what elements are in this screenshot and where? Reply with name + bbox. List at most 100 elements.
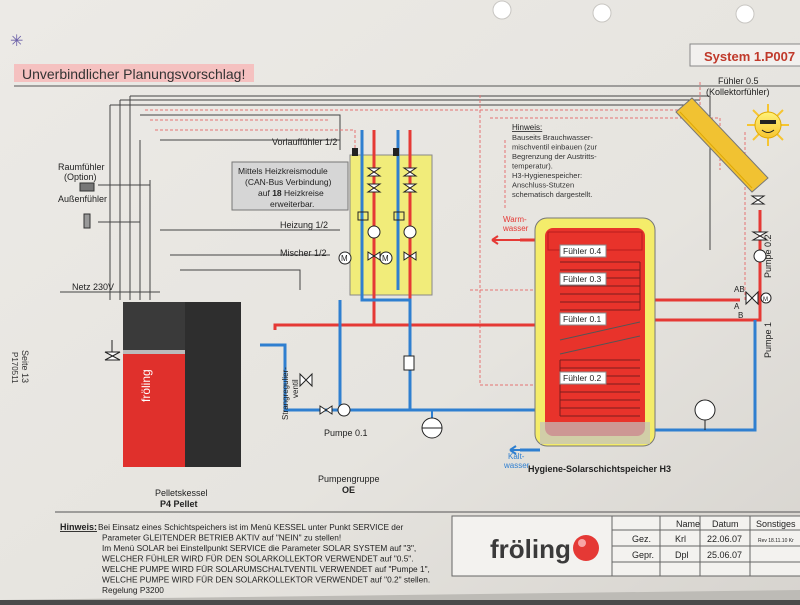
outdoor-sensor-label: Außenfühler bbox=[58, 194, 107, 204]
safety-valve-icon bbox=[104, 340, 121, 361]
boiler-model: P4 Pellet bbox=[160, 499, 198, 509]
hint-lines: Bauseits Brauchwasser-mischventil einbau… bbox=[512, 133, 598, 199]
svg-text:✳: ✳ bbox=[10, 33, 23, 50]
footer-note: Hinweis: Bei Einsatz eines Schichtspeich… bbox=[55, 511, 800, 595]
sensor-01-tag bbox=[559, 312, 607, 326]
doc-number: P170511 bbox=[10, 352, 19, 384]
svg-text:B: B bbox=[738, 311, 743, 320]
outdoor-sensor: Außenfühler bbox=[58, 194, 107, 229]
system-code: System 1.P007 bbox=[704, 49, 795, 64]
footer-note-line: Regelung P3200 bbox=[102, 585, 164, 595]
row-gez-other: Rev 18.11.10 Kr bbox=[758, 538, 794, 544]
title-brand: fröling bbox=[490, 534, 571, 564]
pump-group-label: Pumpengruppe bbox=[318, 474, 380, 484]
page-number: Seite 13 bbox=[20, 350, 30, 383]
solar-expansion-vessel bbox=[694, 399, 716, 430]
module-note-line-3: auf 18 Heizkreise bbox=[258, 188, 324, 198]
warm-water-label: Warm- wasser bbox=[491, 215, 529, 245]
strang-valve-label-2: ventil bbox=[291, 379, 300, 398]
sensor-04-label: Fühler 0.4 bbox=[563, 246, 602, 256]
room-sensor: Raumfühler (Option) bbox=[58, 162, 105, 192]
expansion-vessel bbox=[421, 410, 443, 439]
solar-storage-tank: Fühler 0.4 Fühler 0.3 Fühler 0.1 Fühler … bbox=[528, 217, 671, 474]
sensor-02-label: Fühler 0.2 bbox=[563, 373, 602, 383]
hint-line: Begrenzung der Austritts- bbox=[512, 152, 597, 161]
svg-text:M: M bbox=[763, 297, 768, 303]
row-gez-label: Gez. bbox=[632, 534, 651, 544]
tank-name: Hygiene-Solarschichtspeicher H3 bbox=[528, 464, 671, 474]
module-note-line-2: (CAN-Bus Verbindung) bbox=[245, 177, 332, 187]
pump-group-oe-module: M M bbox=[338, 130, 433, 320]
svg-text:wasser: wasser bbox=[503, 461, 530, 470]
cold-water-label: Kalt- wasser bbox=[503, 445, 530, 470]
row-gepr-label: Gepr. bbox=[632, 550, 654, 560]
mains-label: Netz 230V bbox=[72, 282, 114, 292]
planning-note: Unverbindlicher Planungsvorschlag! bbox=[22, 66, 245, 82]
footer-note-line: Parameter GLEITENDER BETRIEB AKTIV auf "… bbox=[102, 533, 341, 543]
svg-text:Warm-: Warm- bbox=[503, 215, 527, 224]
pump-group-code: OE bbox=[342, 485, 355, 495]
hint-title: Hinweis: bbox=[512, 123, 542, 132]
sensor-03-label: Fühler 0.3 bbox=[563, 274, 602, 284]
svg-text:Kalt-: Kalt- bbox=[508, 452, 525, 461]
outdoor-sensor-icon bbox=[83, 213, 91, 229]
room-sensor-label: Raumfühler bbox=[58, 162, 105, 172]
sensor-01-label: Fühler 0.1 bbox=[563, 314, 602, 324]
pump-02-label: Pumpe 0.2 bbox=[763, 234, 773, 278]
sensor-02-tag bbox=[559, 371, 607, 385]
room-sensor-option: (Option) bbox=[64, 172, 97, 182]
pump-01: Pumpe 0.1 bbox=[319, 403, 368, 438]
strang-valve-label-1: Strangregulier- bbox=[281, 367, 290, 420]
header-date: Datum bbox=[712, 519, 739, 529]
module-note-line-4: erweiterbar. bbox=[270, 199, 314, 209]
heat-exchanger-coil bbox=[559, 261, 641, 417]
row-gez-name: Krl bbox=[675, 534, 686, 544]
row-gez-date: 22.06.07 bbox=[707, 534, 742, 544]
svg-text:M: M bbox=[341, 254, 348, 263]
hint-line: Bauseits Brauchwasser- bbox=[512, 133, 593, 142]
hint-line: H3-Hygienespeicher: bbox=[512, 171, 582, 180]
row-gepr-name: Dpl bbox=[675, 550, 689, 560]
solar-pump-02-icon bbox=[751, 231, 769, 263]
boiler-name: Pelletskessel bbox=[155, 488, 208, 498]
switch-valve-icon bbox=[745, 290, 772, 306]
footer-note-title: Hinweis: bbox=[60, 522, 97, 532]
sun-icon bbox=[747, 104, 789, 146]
pump-01-label: Pumpe 0.1 bbox=[324, 428, 368, 438]
svg-text:A: A bbox=[734, 302, 740, 311]
row-gepr-date: 25.06.07 bbox=[707, 550, 742, 560]
svg-text:M: M bbox=[382, 254, 389, 263]
header-name: Name bbox=[676, 519, 700, 529]
heating-label: Heizung 1/2 bbox=[280, 220, 328, 230]
brand-logo-icon bbox=[573, 535, 599, 561]
pump-1-label: Pumpe 1 bbox=[763, 322, 773, 358]
pellet-boiler: fröling Pelletskessel P4 Pellet bbox=[104, 302, 241, 509]
module-note-line-1: Mittels Heizkreismodule bbox=[238, 166, 328, 176]
heating-pump-icon bbox=[367, 225, 417, 239]
solar-loop: Pumpe 0.2 AB A B M Pumpe 1 bbox=[694, 195, 773, 430]
footer-note-lines: Bei Einsatz eines Schichtspeichers ist i… bbox=[98, 522, 430, 595]
strang-valve: Strangregulier- ventil bbox=[281, 367, 313, 420]
footer-note-line: WELCHER FÜHLER WIRD FÜR DEN SOLARKOLLEKT… bbox=[102, 554, 414, 564]
footer-note-line: Im Menü SOLAR bei Einstellpunkt SERVICE … bbox=[102, 543, 416, 553]
title-block: fröling Name Datum Sonstiges Gez. Krl 22… bbox=[451, 515, 800, 577]
header: System 1.P007 Unverbindlicher Planungsvo… bbox=[14, 43, 800, 87]
check-valve-return-icon bbox=[403, 355, 415, 371]
collector-sensor-label-2: (Kollektorfühler) bbox=[706, 87, 770, 97]
svg-text:wasser: wasser bbox=[502, 224, 529, 233]
footer-note-line: WELCHE PUMPE WIRD FÜR DEN SOLARKOLLEKTOR… bbox=[102, 575, 430, 585]
side-page-label: Seite 13 P170511 bbox=[10, 350, 30, 384]
hint-line: temperatur). bbox=[512, 162, 553, 171]
hint-line: Anschluss-Stutzen bbox=[512, 181, 574, 190]
footer-note-line: Bei Einsatz eines Schichtspeichers ist i… bbox=[98, 522, 404, 532]
sensor-03-tag bbox=[559, 272, 607, 286]
collector-sensor-label-1: Fühler 0.5 bbox=[718, 76, 759, 86]
header-other: Sonstiges bbox=[756, 519, 796, 529]
flow-sensor-label: Vorlauffühler 1/2 bbox=[272, 137, 337, 147]
mixer-label: Mischer 1/2 bbox=[280, 248, 327, 258]
sensor-04-tag bbox=[559, 244, 607, 258]
hint-line: schematisch dargestellt. bbox=[512, 190, 592, 199]
module-note: Mittels Heizkreismodule (CAN-Bus Verbind… bbox=[231, 161, 349, 211]
